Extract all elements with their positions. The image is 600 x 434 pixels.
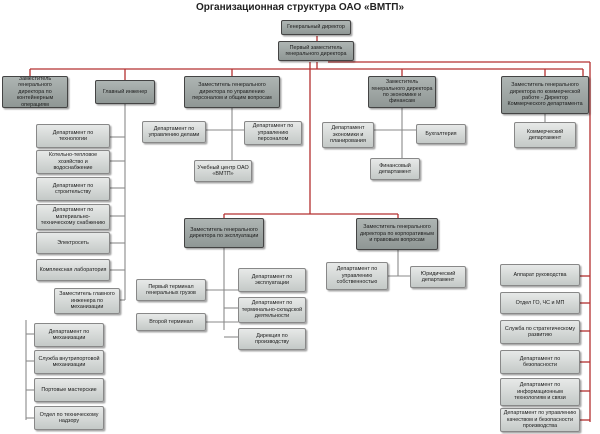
deputy-commercial-box: Заместитель генерального директора по ко… — [501, 76, 589, 114]
legal-dept-box: Юридический департамент — [410, 266, 466, 288]
red-connectors — [29, 36, 591, 422]
box-label: Первый заместитель генерального директор… — [285, 44, 347, 57]
deputy-container-box: Заместитель генерального директора по ко… — [2, 76, 68, 108]
second-terminal-box: Второй терминал — [136, 313, 206, 331]
box-label: Коммерческий департамент — [526, 128, 564, 141]
training-center-box: Учебный центр ОАО «ВМТП» — [194, 160, 252, 182]
box-label: Главный инженер — [102, 88, 148, 95]
management-apparatus-box: Аппарат руководства — [500, 264, 580, 286]
box-label: Заместитель главного инженера по механиз… — [59, 291, 115, 311]
box-label: Департамент по материально-техническому … — [40, 207, 106, 227]
dept-exploitation-box: Департамент по эксплуатации — [238, 268, 306, 292]
box-label: Финансовый департамент — [378, 162, 412, 175]
deputy-corporate-box: Заместитель генерального директора по ко… — [356, 218, 438, 250]
dept-personnel-box: Департамент по управлению персоналом — [244, 121, 302, 145]
dept-property-box: Департамент по управлению собственностью — [326, 262, 388, 290]
box-label: Департамент по терминально-складской дея… — [241, 300, 303, 320]
box-label: Заместитель генерального директора по эк… — [371, 79, 433, 105]
box-label: Департамент по технологии — [52, 129, 94, 142]
dept-material-box: Департамент по материально-техническому … — [36, 204, 110, 230]
dept-mechanization-box: Департамент по механизации — [34, 323, 104, 347]
gray-connectors — [25, 104, 546, 420]
box-label: Второй терминал — [149, 318, 193, 325]
box-label: Дирекция по производству — [255, 332, 289, 345]
production-directorate-box: Дирекция по производству — [238, 328, 306, 350]
dept-econ-plan-box: Департамент экономики и планирования — [322, 122, 374, 148]
it-dept-box: Департамент по информационным технология… — [500, 378, 580, 406]
deputy-economics-box: Заместитель генерального директора по эк… — [368, 76, 436, 108]
box-label: Департамент по управлению качеством и бе… — [503, 410, 577, 430]
commercial-dept-box: Коммерческий департамент — [514, 122, 576, 148]
box-label: Заместитель генерального директора по эк… — [189, 226, 259, 239]
box-label: Заместитель генерального директора по ко… — [360, 224, 434, 244]
general-director-box: Генеральный директор — [281, 20, 351, 35]
page-title: Организационная структура ОАО «ВМТП» — [195, 2, 405, 13]
deputy-exploitation-box: Заместитель генерального директора по эк… — [184, 218, 264, 248]
tech-supervision-box: Отдел по техническому надзору — [34, 406, 104, 430]
box-label: Департамент по механизации — [48, 328, 90, 341]
first-deputy-box: Первый заместитель генерального директор… — [278, 41, 354, 61]
civil-defense-box: Отдел ГО, ЧС и МП — [500, 292, 580, 314]
box-label: Заместитель генерального директора по уп… — [192, 82, 272, 102]
dept-technology-box: Департамент по технологии — [36, 124, 110, 148]
box-label: Бухгалтерия — [425, 130, 457, 137]
box-label: Отдел по техническому надзору — [39, 411, 99, 424]
box-label: Департамент по управлению делами — [148, 125, 200, 138]
box-label: Генеральный директор — [287, 24, 345, 31]
box-label: Департамент экономики и планирования — [330, 125, 366, 145]
box-label: Котельно-тепловое хозяйство и водоснабже… — [48, 152, 98, 172]
dept-boiler-box: Котельно-тепловое хозяйство и водоснабже… — [36, 150, 110, 174]
first-terminal-box: Первый терминал генеральных грузов — [136, 279, 206, 301]
box-label: Отдел ГО, ЧС и МП — [515, 299, 565, 306]
dept-construction-box: Департамент по строительству — [36, 177, 110, 201]
box-label: Учебный центр ОАО «ВМТП» — [197, 164, 249, 177]
box-label: Первый терминал генеральных грузов — [146, 283, 196, 296]
dept-terminal-warehouse-box: Департамент по терминально-складской дея… — [238, 297, 306, 323]
security-dept-box: Департамент по безопасности — [500, 350, 580, 374]
box-label: Портовые мастерские — [41, 386, 97, 393]
box-label: Департамент по управлению собственностью — [336, 266, 378, 286]
box-label: Департамент по строительству — [52, 182, 94, 195]
box-label: Служба внутрипортовой механизации — [38, 355, 100, 368]
power-net-box: Электросеть — [36, 232, 110, 254]
quality-dept-box: Департамент по управлению качеством и бе… — [500, 408, 580, 432]
box-label: Служба по стратегическому развитию — [504, 325, 576, 338]
accounting-box: Бухгалтерия — [416, 124, 466, 144]
deputy-personnel-box: Заместитель генерального директора по уп… — [184, 76, 280, 108]
box-label: Юридический департамент — [420, 270, 456, 283]
port-workshops-box: Портовые мастерские — [34, 378, 104, 402]
box-label: Департамент по безопасности — [519, 355, 561, 368]
box-label: Электросеть — [57, 239, 89, 246]
deputy-chief-engineer-box: Заместитель главного инженера по механиз… — [54, 288, 120, 314]
box-label: Комплексная лаборатория — [39, 266, 107, 273]
complex-lab-box: Комплексная лаборатория — [36, 259, 110, 281]
box-label: Заместитель генерального директора по ко… — [507, 82, 583, 108]
box-label: Департамент по эксплуатации — [251, 273, 293, 286]
box-label: Департамент по управлению персоналом — [252, 123, 294, 143]
box-label: Департамент по информационным технология… — [514, 382, 566, 402]
chief-engineer-box: Главный инженер — [95, 80, 155, 104]
dept-affairs-box: Департамент по управлению делами — [142, 121, 206, 143]
port-mechanization-box: Служба внутрипортовой механизации — [34, 350, 104, 374]
finance-dept-box: Финансовый департамент — [370, 158, 420, 180]
box-label: Аппарат руководства — [513, 271, 567, 278]
strategic-dev-box: Служба по стратегическому развитию — [500, 320, 580, 344]
box-label: Заместитель генерального директора по ко… — [16, 76, 54, 108]
